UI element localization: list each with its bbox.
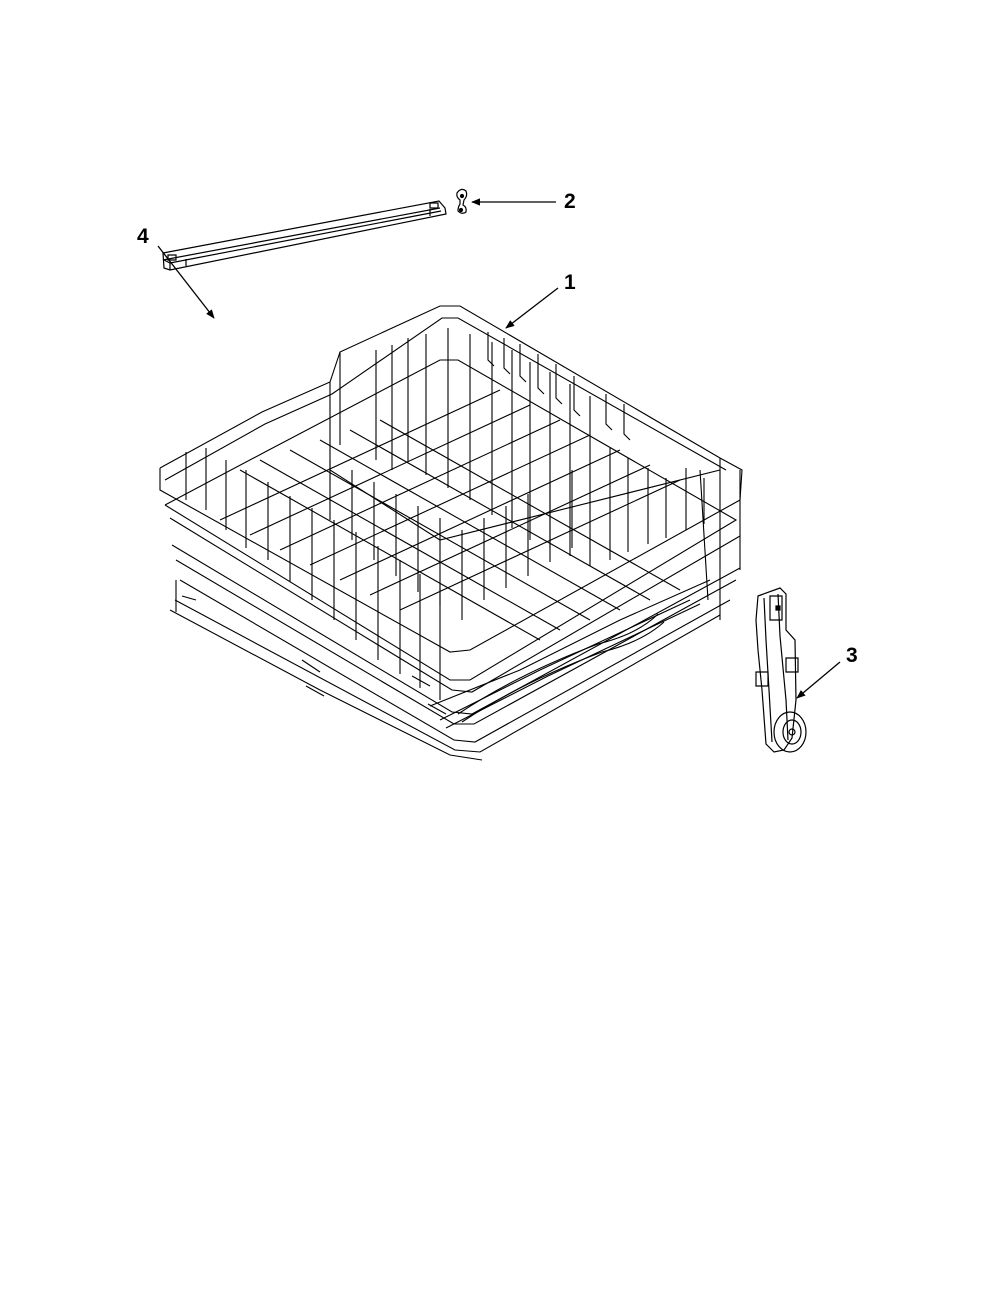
- callout-label-3: 3: [846, 644, 858, 667]
- leader-line-4: [158, 246, 215, 319]
- rack-rail: [163, 201, 446, 270]
- leader-line-1: [505, 288, 558, 329]
- callout-label-4: 4: [137, 225, 149, 248]
- upper-dishrack: [160, 306, 742, 760]
- callout-leaders: [158, 198, 840, 699]
- leader-line-3: [796, 662, 840, 699]
- callout-label-2: 2: [564, 190, 576, 213]
- rail-clip: [457, 189, 467, 213]
- callout-label-1: 1: [564, 271, 576, 294]
- roller-assembly: [756, 588, 806, 752]
